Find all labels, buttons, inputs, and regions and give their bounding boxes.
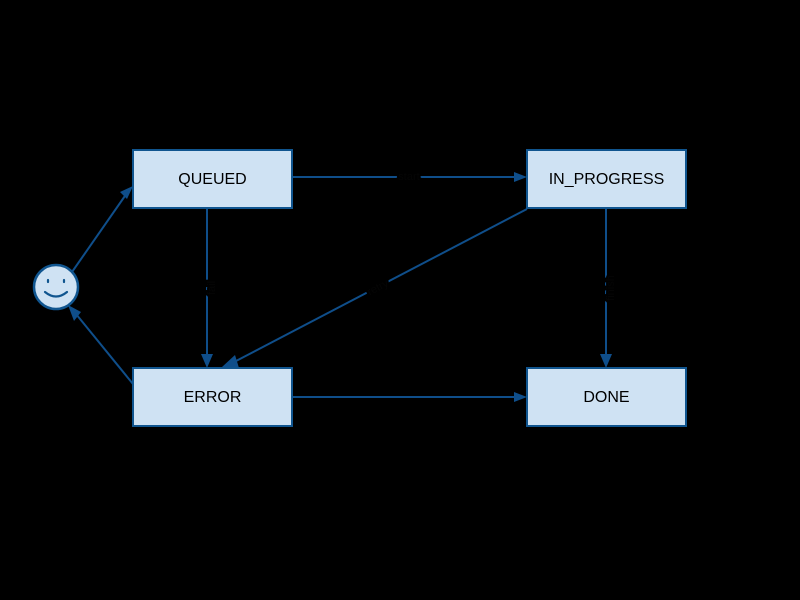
edge-queued-to-in-progress[interactable]: start: [292, 169, 527, 185]
arrowhead-icon: [514, 392, 527, 402]
start-node-smiley[interactable]: [32, 263, 80, 311]
node-box: [132, 367, 293, 427]
arrowhead-icon: [222, 355, 239, 368]
node-label-done: DONE: [583, 389, 629, 406]
smiley-face-icon: [32, 263, 80, 311]
edge-in-progress-to-error[interactable]: retry: [222, 208, 528, 368]
edge-line: [235, 208, 528, 362]
node-label-queued: QUEUED: [178, 171, 246, 188]
node-box: [526, 367, 687, 427]
edge-label-queued-to-error: fail: [206, 281, 218, 295]
edge-start-to-queued[interactable]: [71, 186, 133, 273]
edge-label-queued-to-in-progress: start: [398, 171, 419, 183]
edge-label-in-progress-to-done: finish: [605, 275, 617, 301]
arrowhead-icon: [68, 305, 81, 321]
node-label-error: ERROR: [184, 389, 242, 406]
smiley-mouth-icon: [43, 290, 69, 298]
edge-label-in-progress-to-error: retry: [365, 277, 390, 298]
arrowhead-icon: [120, 186, 133, 199]
node-in-progress[interactable]: IN_PROGRESS: [526, 149, 687, 209]
node-box: [132, 149, 293, 209]
node-queued[interactable]: QUEUED: [132, 149, 293, 209]
node-box: [526, 149, 687, 209]
node-label-in-progress: IN_PROGRESS: [549, 171, 665, 188]
node-done[interactable]: DONE: [526, 367, 687, 427]
edge-error-to-done[interactable]: [292, 392, 527, 402]
arrowhead-icon: [600, 354, 612, 368]
arrowhead-icon: [514, 172, 527, 182]
edge-queued-to-error[interactable]: fail: [201, 208, 220, 368]
arrowhead-icon: [201, 354, 213, 368]
edge-line: [71, 192, 128, 273]
edge-in-progress-to-done[interactable]: finish: [600, 208, 619, 368]
node-error[interactable]: ERROR: [132, 367, 293, 427]
